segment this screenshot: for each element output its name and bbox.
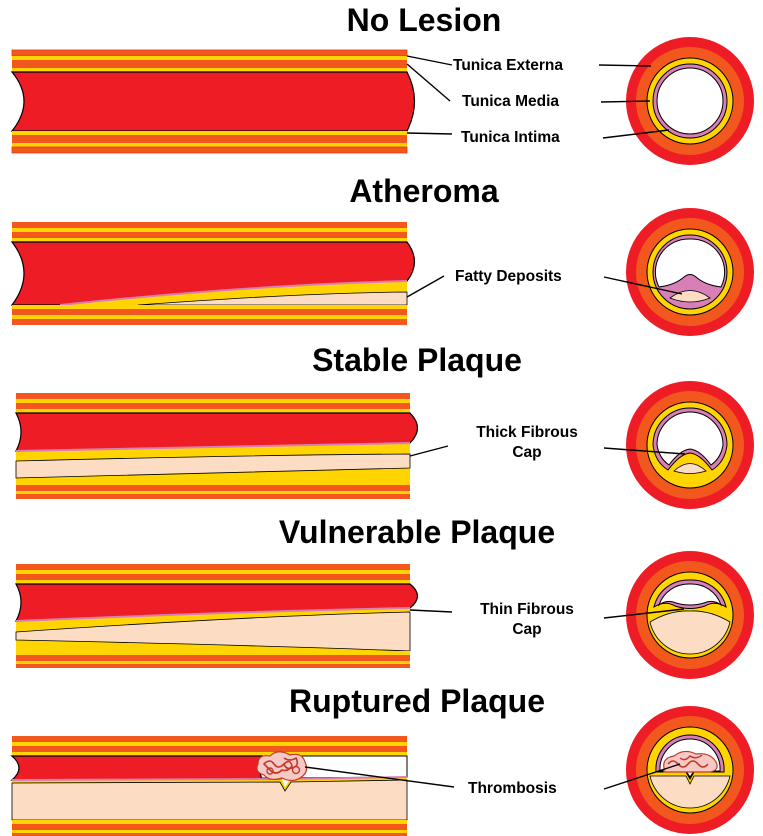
vessel-longitudinal-no-lesion	[12, 50, 415, 153]
vessel-longitudinal-vulnerable-plaque	[16, 564, 418, 668]
thrombus-longitudinal	[257, 752, 307, 781]
vessel-cross-section-vulnerable-plaque	[626, 551, 754, 679]
title-atheroma: Atheroma	[349, 173, 499, 209]
vessel-cross-section-stable-plaque	[626, 381, 754, 509]
labels-no-lesion: Tunica Externa Tunica Media Tunica Intim…	[407, 56, 669, 146]
label-tunica-externa: Tunica Externa	[453, 57, 563, 74]
title-ruptured-plaque: Ruptured Plaque	[289, 683, 545, 719]
label-tunica-intima: Tunica Intima	[461, 129, 560, 146]
vessel-longitudinal-atheroma	[12, 222, 415, 325]
label-thick-fibrous-1: Thick Fibrous	[476, 424, 578, 441]
label-thick-fibrous-2: Cap	[512, 444, 541, 461]
label-thin-fibrous-1: Thin Fibrous	[480, 601, 574, 618]
vessel-longitudinal-ruptured-plaque	[12, 736, 407, 836]
label-thin-fibrous-2: Cap	[512, 621, 541, 638]
vessel-cross-section-atheroma	[626, 208, 754, 336]
label-tunica-media: Tunica Media	[462, 93, 559, 110]
title-no-lesion: No Lesion	[347, 2, 502, 38]
title-vulnerable-plaque: Vulnerable Plaque	[279, 514, 555, 550]
vessel-longitudinal-stable-plaque	[16, 393, 418, 499]
label-thrombosis: Thrombosis	[468, 780, 557, 797]
label-fatty-deposits: Fatty Deposits	[455, 268, 562, 285]
title-stable-plaque: Stable Plaque	[312, 342, 522, 378]
